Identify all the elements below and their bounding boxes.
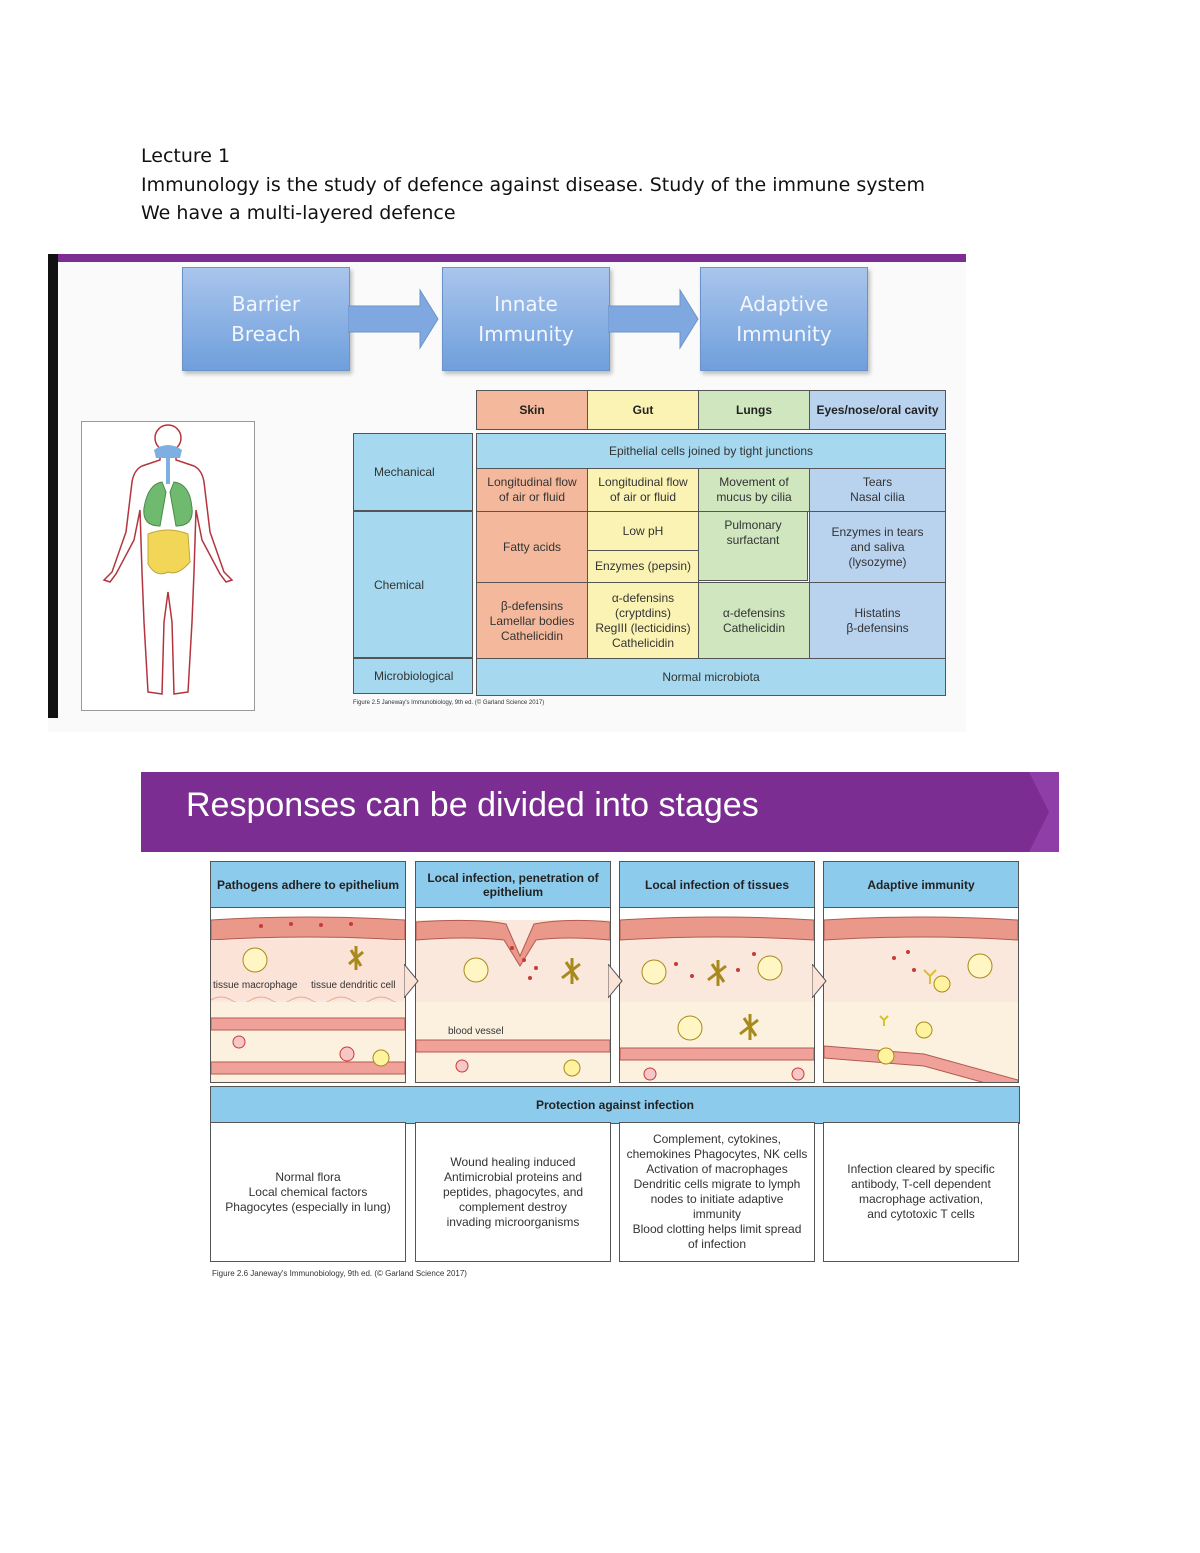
flow-arrow-2: [608, 288, 699, 350]
flow-arrow-1: [348, 288, 439, 350]
antimicrobial-gut: α-defensins (cryptdins) RegIII (lecticid…: [587, 582, 699, 660]
stage-image-2: blood vessel: [415, 907, 611, 1083]
stage-arrow-2: [608, 964, 623, 998]
antimicrobial-lungs: α-defensins Cathelicidin: [698, 582, 810, 660]
macrophage-label: tissue macrophage: [213, 980, 298, 991]
tight-junctions-cell: Epithelial cells joined by tight junctio…: [476, 433, 946, 469]
col-gut: Gut: [587, 390, 699, 430]
mech-eyes: Tears Nasal cilia: [809, 468, 946, 512]
figure-caption-2: Figure 2.6 Janeway's Immunobiology, 9th …: [212, 1269, 467, 1278]
flow-box-innate: Innate Immunity: [442, 267, 610, 371]
stage-header-1: Pathogens adhere to epithelium: [210, 861, 406, 908]
body-diagram-frame: [81, 421, 255, 711]
flow-box-adaptive: Adaptive Immunity: [700, 267, 868, 371]
stage-desc-4: Infection cleared by specific antibody, …: [823, 1122, 1019, 1262]
chem-eyes: Enzymes in tears and saliva (lysozyme): [809, 511, 946, 583]
lecture-title: Lecture 1: [141, 145, 231, 167]
barrier-slide: Barrier Breach Innate Immunity Adaptive …: [48, 254, 966, 732]
chem-skin: Fatty acids: [476, 511, 588, 583]
flow-box-barrier: Barrier Breach: [182, 267, 350, 371]
row-mechanical: Mechanical: [353, 433, 473, 511]
dendritic-label: tissue dendritic cell: [311, 980, 395, 991]
stage-header-4: Adaptive immunity: [823, 861, 1019, 908]
stage-image-4: [823, 907, 1019, 1083]
figure-caption-1: Figure 2.5 Janeway's Immunobiology, 9th …: [353, 700, 545, 706]
antimicrobial-skin: β-defensins Lamellar bodies Cathelicidin: [476, 582, 588, 660]
stage-header-3: Local infection of tissues: [619, 861, 815, 908]
mech-lungs: Movement of mucus by cilia: [698, 468, 810, 512]
stage-desc-2: Wound healing induced Antimicrobial prot…: [415, 1122, 611, 1262]
normal-microbiota-cell: Normal microbiota: [476, 658, 946, 696]
mech-skin: Longitudinal flow of air or fluid: [476, 468, 588, 512]
row-chemical: Chemical: [353, 511, 473, 658]
col-lungs: Lungs: [698, 390, 810, 430]
chem-lungs: Pulmonary surfactant: [698, 511, 808, 581]
stages-slide: Responses can be divided into stages Pat…: [141, 772, 1059, 1292]
row-microbiological: Microbiological: [353, 658, 473, 694]
chem-gut-ph: Low pH: [587, 511, 699, 551]
stage-image-1: tissue macrophage tissue dendritic cell: [210, 907, 406, 1083]
mech-gut: Longitudinal flow of air or fluid: [587, 468, 699, 512]
protection-bar: Protection against infection: [210, 1086, 1020, 1124]
vessel-label: blood vessel: [448, 1026, 504, 1037]
stage-desc-1: Normal flora Local chemical factors Phag…: [210, 1122, 406, 1262]
stage-arrow-3: [812, 964, 827, 998]
slide-title: Responses can be divided into stages: [186, 786, 759, 824]
title-chevron: [1029, 772, 1059, 852]
stage-arrow-1: [404, 964, 419, 998]
human-body-illustration: [102, 424, 234, 695]
antimicrobial-eyes: Histatins β-defensins: [809, 582, 946, 660]
stage-desc-3: Complement, cytokines, chemokines Phagoc…: [619, 1122, 815, 1262]
chem-gut-enzymes: Enzymes (pepsin): [587, 550, 699, 583]
slide-title-bar: [141, 772, 1059, 852]
col-eyes: Eyes/nose/oral cavity: [809, 390, 946, 430]
defence-line: We have a multi-layered defence: [141, 202, 456, 224]
stage-image-3: [619, 907, 815, 1083]
intro-line: Immunology is the study of defence again…: [141, 174, 926, 196]
col-skin: Skin: [476, 390, 588, 430]
slide-top-bar: [58, 254, 966, 262]
slide-left-bar: [48, 254, 58, 718]
stage-header-2: Local infection, penetration of epitheli…: [415, 861, 611, 908]
